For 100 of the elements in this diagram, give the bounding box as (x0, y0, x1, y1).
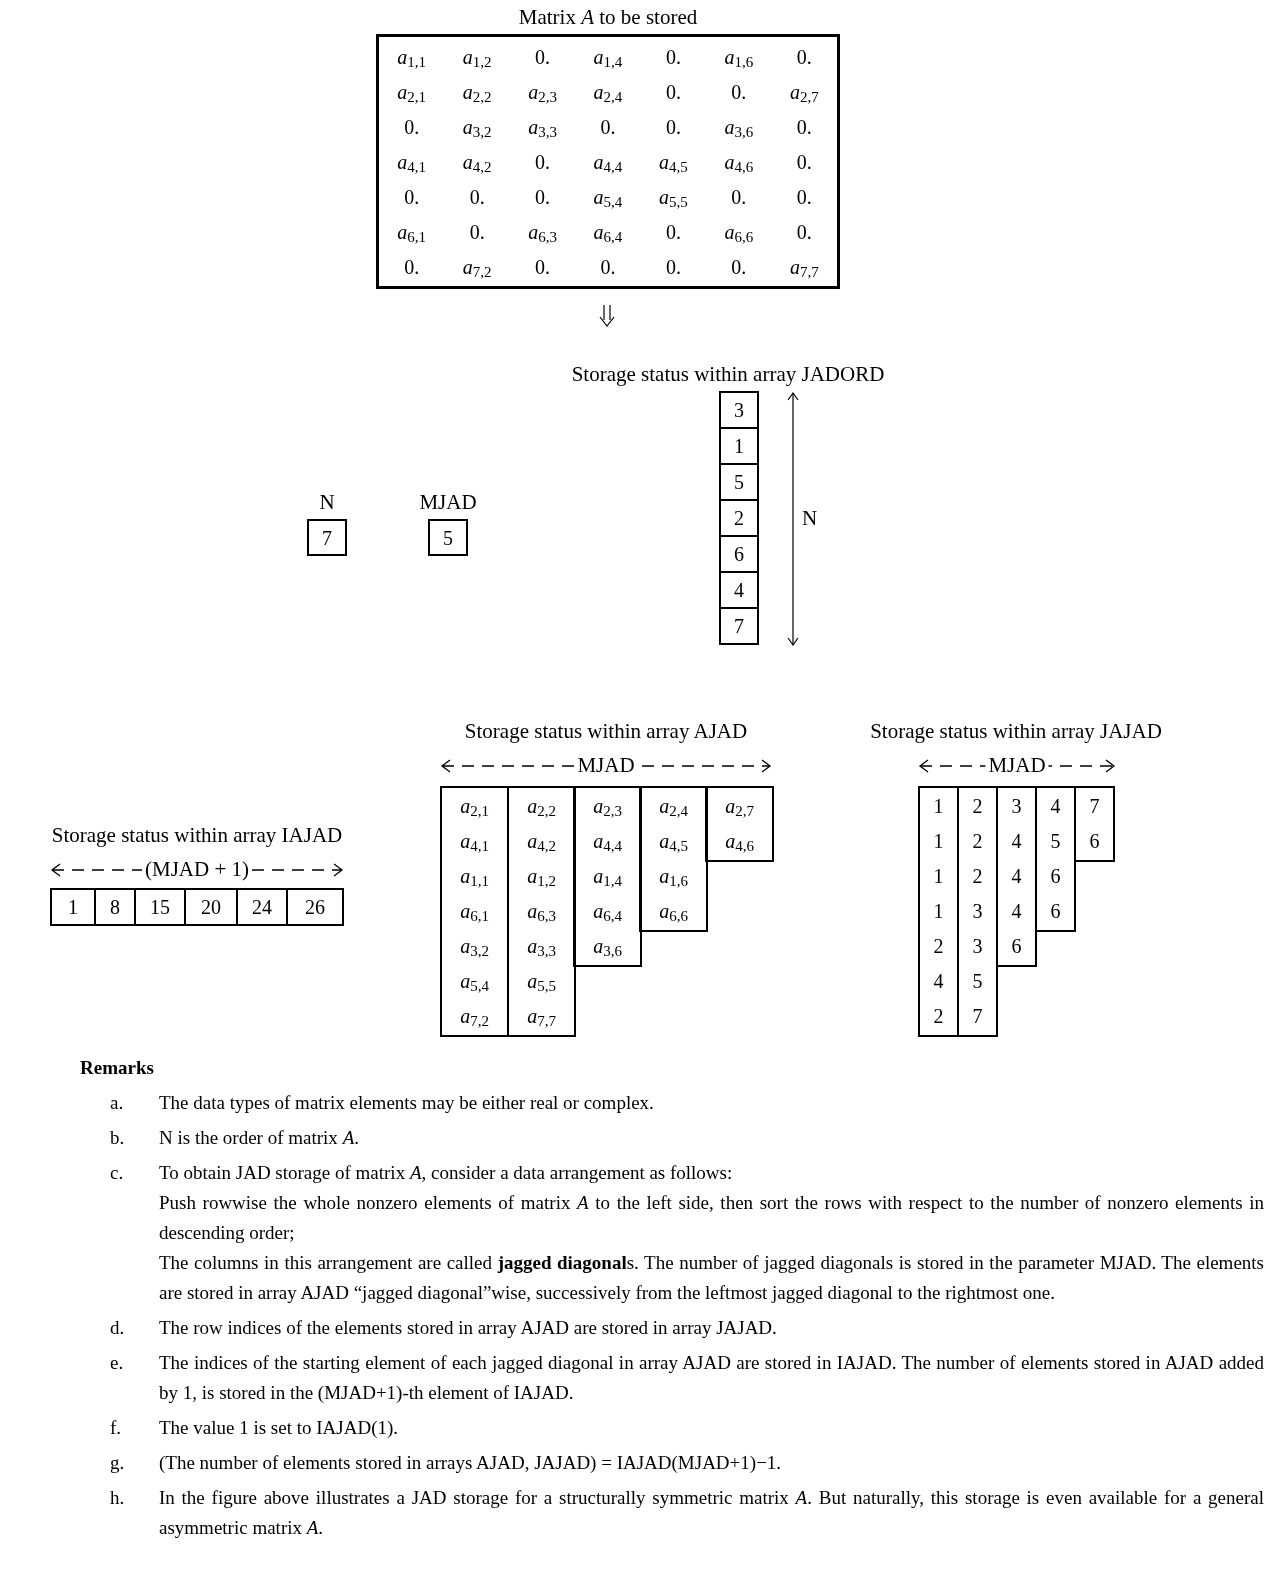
array-cell: 8 (94, 888, 136, 926)
remarks-heading: Remarks (80, 1056, 155, 1080)
list-marker: b. (109, 1126, 126, 1150)
array-column (639, 786, 708, 932)
array-entry: 7 (971, 1003, 984, 1029)
array-entry: 7 (1088, 793, 1101, 819)
array-entry: 1 (932, 828, 945, 854)
array-entry: a$_{1,4}$ (592, 863, 623, 892)
list-marker: a. (109, 1091, 125, 1115)
matrix-entry: a$_{7,7}$ (788, 254, 820, 283)
array-entry: a$_{2,7}$ (724, 793, 755, 822)
remark-text: The columns in this arrangement are called jagged diagonals. The number of jagged diagonals is stored in the parameter MJAD. The elements are stored in array AJAD “jagged diagonal”wise, successively from the leftmost jagged diagonal to the rightmost one. (159, 1251, 1264, 1305)
array-entry: a$_{3,2}$ (459, 933, 490, 962)
matrix-entry: 0. (664, 79, 682, 105)
remark-text: The data types of matrix elements may be either real or complex. (159, 1091, 655, 1115)
array-entry: 6 (1010, 933, 1023, 959)
matrix-entry: 0. (730, 254, 748, 280)
array-entry: 3 (971, 933, 984, 959)
matrix-entry: a$_{4,5}$ (658, 149, 689, 178)
array-cell: 2 (719, 499, 759, 537)
matrix-entry: 0. (795, 219, 813, 245)
matrix-entry: a$_{5,4}$ (592, 184, 624, 213)
array-column (918, 786, 959, 1037)
array-entry: 1 (932, 793, 945, 819)
matrix-entry: a$_{7,2}$ (461, 254, 493, 283)
array-entry: a$_{7,7}$ (526, 1003, 557, 1032)
array-cell: 6 (719, 535, 759, 573)
remark-text: To obtain JAD storage of matrix A, consider a data arrangement as follows: (159, 1161, 734, 1185)
array-entry: 6 (1088, 828, 1101, 854)
array-entry: a$_{4,2}$ (526, 828, 557, 857)
matrix-entry: a$_{2,4}$ (592, 79, 624, 108)
list-marker: h. (109, 1486, 126, 1510)
matrix-entry: 0. (534, 254, 552, 280)
matrix-entry: a$_{2,2}$ (461, 79, 493, 108)
array-entry: 2 (971, 793, 984, 819)
array-cell: 5 (719, 463, 759, 501)
array-cell: 1 (719, 427, 759, 465)
matrix-entry: 0. (468, 219, 486, 245)
array-entry: a$_{2,4}$ (658, 793, 689, 822)
parameter-name: MJAD (419, 489, 477, 516)
value-box: 5 (428, 519, 468, 556)
array-entry: 2 (971, 863, 984, 889)
array-column (1074, 786, 1115, 862)
array-entry: a$_{1,2}$ (526, 863, 557, 892)
array-entry: 2 (971, 828, 984, 854)
array-title: Storage status within array JADORD (571, 361, 885, 388)
matrix-entry: a$_{1,1}$ (396, 44, 428, 73)
remark-text: The indices of the starting element of each jagged diagonal in array AJAD are stored in IAJAD. The number of elements stored in AJAD added by 1, is stored in the (MJAD+1)-th element of IAJAD. (159, 1351, 1264, 1405)
list-marker: f. (109, 1416, 123, 1440)
array-cell: 20 (184, 888, 238, 926)
array-entry: 3 (971, 898, 984, 924)
matrix-entry: 0. (534, 149, 552, 175)
array-entry: 4 (1010, 898, 1023, 924)
array-entry: 4 (932, 968, 945, 994)
matrix-entry: a$_{2,3}$ (527, 79, 558, 108)
matrix-entry: 0. (599, 254, 617, 280)
array-entry: 4 (1049, 793, 1062, 819)
array-entry: a$_{6,3}$ (526, 898, 557, 927)
array-cell: 1 (50, 888, 96, 926)
array-column (957, 786, 998, 1037)
value-box: 7 (307, 519, 347, 556)
matrix-entry: a$_{2,1}$ (396, 79, 428, 108)
matrix-entry: 0. (795, 149, 813, 175)
remark-text: In the figure above illustrates a JAD storage for a structurally symmetric matrix A. But naturally, this storage is even available for a general asymmetric matrix A. (159, 1486, 1264, 1540)
array-entry: a$_{4,6}$ (724, 828, 755, 857)
array-column (1035, 786, 1076, 932)
dimension-label: N (802, 505, 818, 532)
array-column (440, 786, 509, 1037)
matrix-entry: a$_{5,5}$ (658, 184, 689, 213)
array-entry: a$_{4,4}$ (592, 828, 623, 857)
remark-text: The row indices of the elements stored in array AJAD are stored in array JAJAD. (159, 1316, 778, 1340)
matrix-entry: a$_{2,7}$ (788, 79, 820, 108)
array-entry: a$_{3,6}$ (592, 933, 623, 962)
matrix-entry: 0. (795, 114, 813, 140)
remark-text: Push rowwise the whole nonzero elements of matrix A to the left side, then sort the rows with respect to the number of nonzero elements in descending order; (159, 1191, 1264, 1245)
array-entry: a$_{6,4}$ (592, 898, 623, 927)
matrix-entry: a$_{4,6}$ (723, 149, 755, 178)
array-entry: 6 (1049, 863, 1062, 889)
matrix-entry: a$_{4,2}$ (461, 149, 493, 178)
matrix-entry: 0. (534, 44, 552, 70)
array-entry: 5 (971, 968, 984, 994)
matrix-entry: 0. (534, 184, 552, 210)
matrix-entry: 0. (664, 44, 682, 70)
matrix-entry: 0. (664, 254, 682, 280)
list-marker: g. (109, 1451, 126, 1475)
array-title: Storage status within array AJAD (464, 718, 748, 745)
array-entry: 6 (1049, 898, 1062, 924)
array-column (705, 786, 774, 862)
array-title: Storage status within array JAJAD (870, 718, 1162, 745)
array-cell: 26 (286, 888, 344, 926)
matrix-entry: a$_{6,6}$ (723, 219, 755, 248)
array-entry: a$_{1,1}$ (459, 863, 490, 892)
matrix-entry: 0. (730, 79, 748, 105)
matrix-entry: a$_{4,1}$ (396, 149, 428, 178)
matrix-entry: 0. (664, 219, 682, 245)
array-entry: 3 (1010, 793, 1023, 819)
matrix-entry: a$_{6,3}$ (527, 219, 558, 248)
array-entry: a$_{2,2}$ (526, 793, 557, 822)
matrix-entry: 0. (403, 254, 421, 280)
array-entry: a$_{3,3}$ (526, 933, 557, 962)
